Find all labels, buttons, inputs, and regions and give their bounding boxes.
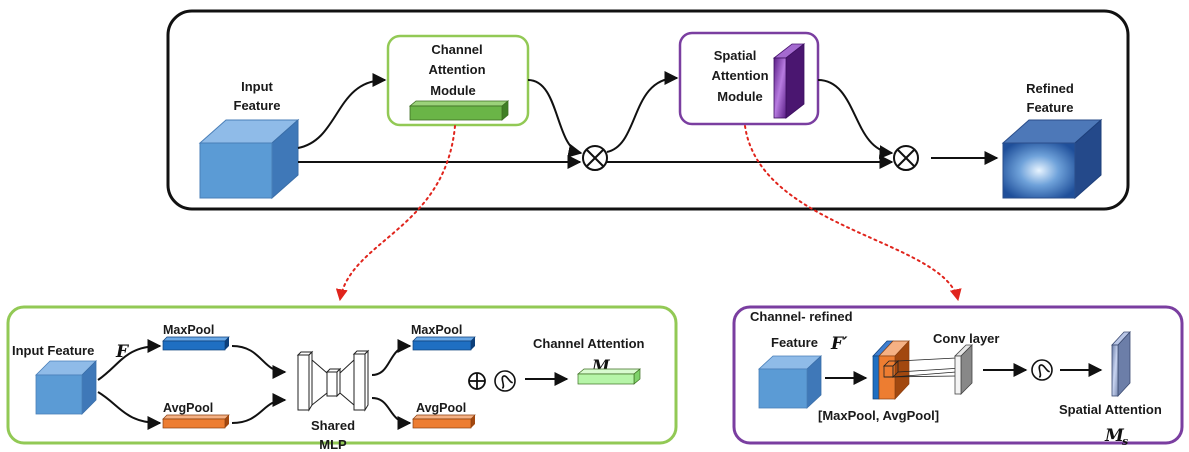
shared-mlp-label-1: Shared — [311, 418, 355, 433]
spatial-attention-symbol: M — [1104, 426, 1125, 446]
spatial-attention-map — [1111, 330, 1131, 398]
maxpool-right-bar — [412, 336, 476, 351]
arrow-cube-to-avgpool — [97, 391, 162, 430]
multiply-operator-2 — [893, 145, 919, 171]
arrow-spatial-to-multiply-2 — [817, 79, 894, 160]
pool-combo-label: [MaxPool, AvgPool] — [818, 408, 939, 423]
arrow-mlp-to-avgpool-right — [371, 397, 412, 430]
add-operator-icon — [468, 372, 486, 390]
dotted-link-spatial-detail — [744, 125, 962, 302]
multiply-operator-1 — [582, 145, 608, 171]
arrow-cube-to-maxpool — [97, 339, 162, 381]
maxpool-left-bar — [162, 336, 230, 351]
arrow-mlp-to-maxpool-right — [371, 339, 412, 376]
arrow-input-to-channel — [297, 73, 387, 149]
channel-input-label: Input Feature — [12, 343, 94, 358]
pooled-feature-maps — [872, 340, 910, 400]
refined-feature-cube — [1001, 118, 1103, 200]
spatial-attention-output-label: Spatial Attention — [1059, 402, 1162, 417]
conv-output-map — [954, 344, 973, 395]
spatial-module-label-1: Spatial — [714, 48, 757, 63]
channel-input-cube — [35, 360, 97, 415]
arrow-multiply-1-to-spatial — [606, 71, 679, 153]
input-feature-label-1: Input — [241, 79, 273, 94]
channel-module-label-3: Module — [430, 83, 476, 98]
arrow-channel-to-multiply-1 — [527, 79, 583, 158]
channel-module-label-2: Attention — [428, 62, 485, 77]
avgpool-right-label: AvgPool — [416, 401, 466, 415]
maxpool-right-label: MaxPool — [411, 323, 462, 337]
spatial-input-cube — [757, 355, 823, 409]
channel-attention-bar — [408, 100, 510, 121]
avgpool-right-bar — [412, 414, 476, 429]
shared-mlp-label-2: MLP — [319, 437, 347, 452]
spatial-attention-slab — [772, 43, 806, 119]
spatial-attention-subscript: s — [1122, 435, 1128, 448]
spatial-input-label-2: Feature — [771, 335, 818, 350]
avgpool-left-bar — [162, 414, 230, 429]
channel-attention-module-box: Channel Attention Module — [386, 34, 530, 127]
arrow-avgpool-to-mlp — [231, 393, 287, 424]
input-feature-cube — [198, 118, 300, 200]
maxpool-left-label: MaxPool — [163, 323, 214, 337]
spatial-input-label-1: Channel- refined — [750, 309, 853, 324]
spatial-input-symbol: F′ — [830, 334, 848, 354]
dotted-link-channel-detail — [335, 125, 456, 302]
top-overview-panel: Input Feature Channel Attention Module S… — [166, 9, 1130, 211]
channel-module-label-1: Channel — [431, 42, 482, 57]
avgpool-left-label: AvgPool — [163, 401, 213, 415]
channel-attention-detail-panel: Input Feature F MaxPool AvgPool — [6, 305, 678, 452]
channel-attention-output-label: Channel Attention — [533, 336, 645, 351]
shared-mlp — [296, 349, 370, 412]
refined-feature-label-1: Refined — [1026, 81, 1074, 96]
conv-kernel-lines — [883, 357, 963, 378]
channel-attention-output-bar — [577, 368, 641, 385]
conv-layer-label: Conv layer — [933, 331, 999, 346]
spatial-attention-detail-panel: Channel- refined Feature F′ — [732, 305, 1184, 448]
spatial-module-label-2: Attention — [711, 68, 768, 83]
arrow-maxpool-to-mlp — [231, 345, 287, 379]
sigmoid-icon — [494, 370, 516, 392]
input-feature-label-2: Feature — [234, 98, 281, 113]
refined-feature-label-2: Feature — [1027, 100, 1074, 115]
spatial-attention-module-box: Spatial Attention Module — [678, 31, 820, 126]
spatial-module-label-3: Module — [717, 89, 763, 104]
spatial-sigmoid-icon — [1031, 359, 1053, 381]
